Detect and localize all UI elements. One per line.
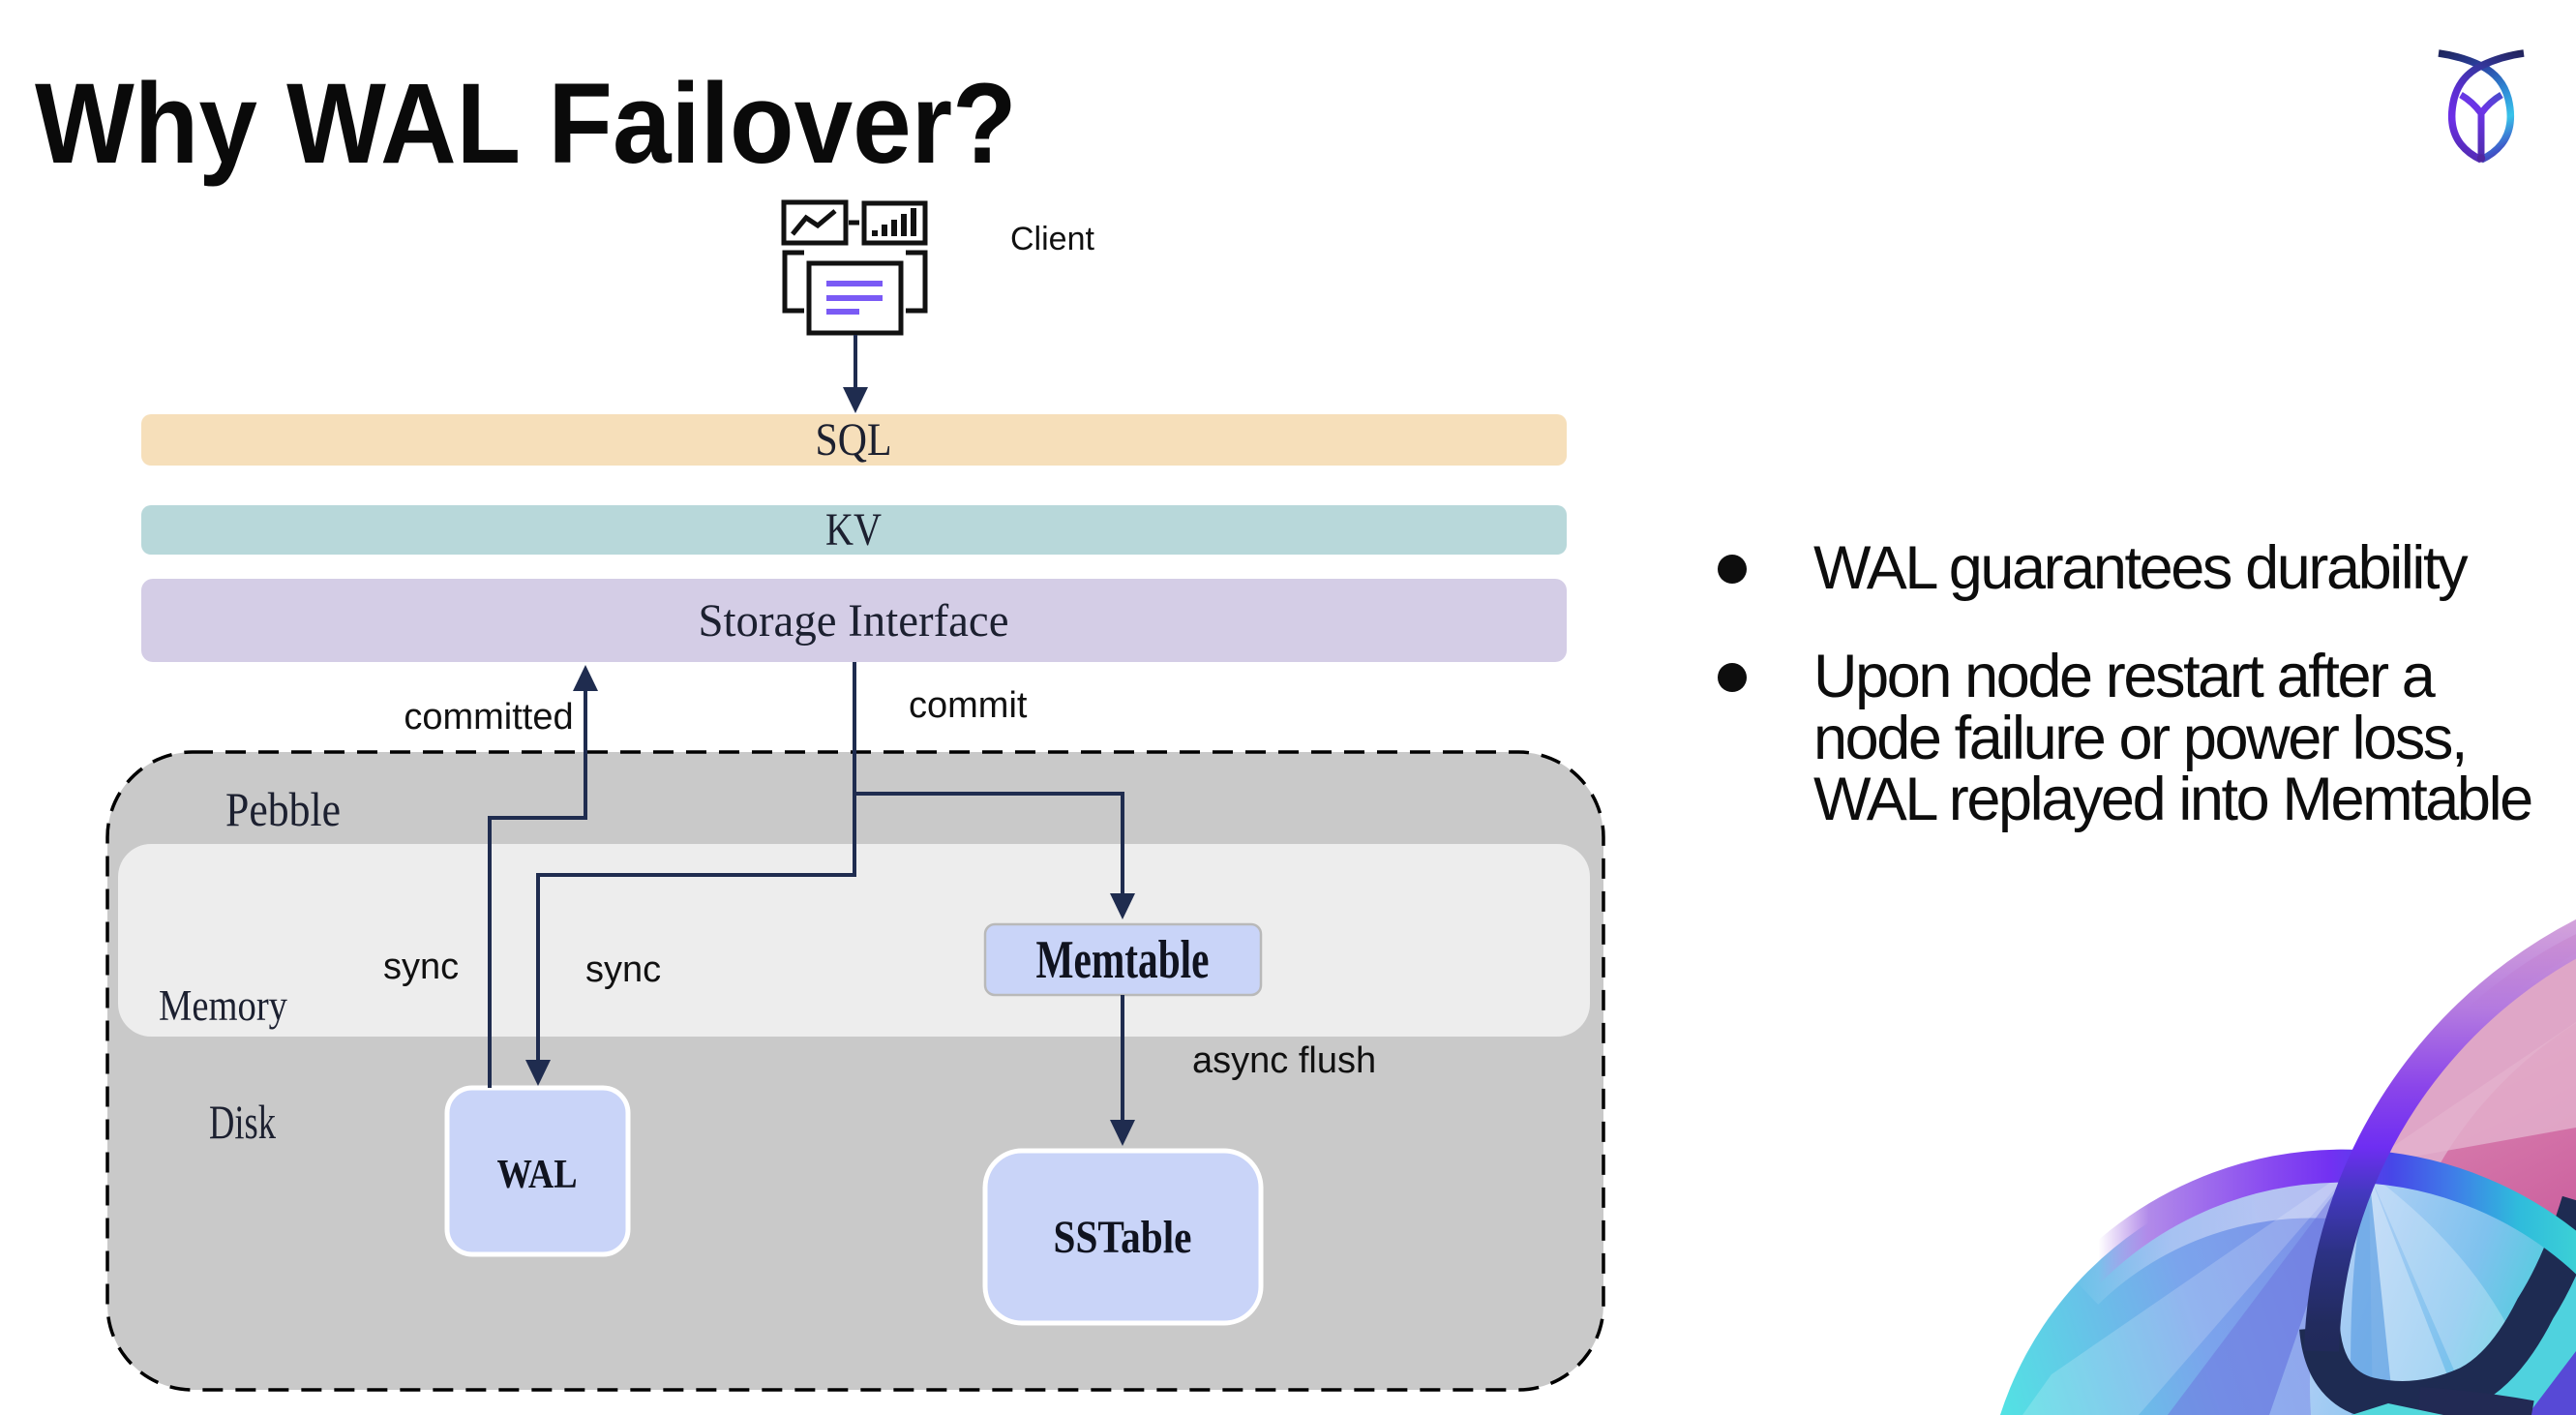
- svg-text:KV: KV: [825, 504, 882, 556]
- svg-text:Memtable: Memtable: [1036, 930, 1210, 990]
- svg-text:sync: sync: [383, 947, 459, 987]
- svg-text:Pebble: Pebble: [225, 782, 341, 836]
- svg-text:SQL: SQL: [816, 414, 892, 466]
- svg-text:WAL: WAL: [497, 1153, 578, 1197]
- svg-text:Storage Interface: Storage Interface: [699, 595, 1009, 647]
- svg-text:committed: committed: [404, 697, 573, 738]
- svg-text:Client: Client: [1010, 221, 1094, 257]
- svg-text:Disk: Disk: [209, 1095, 276, 1149]
- svg-text:commit: commit: [909, 685, 1028, 726]
- svg-text:Memory: Memory: [159, 981, 287, 1030]
- svg-text:sync: sync: [585, 949, 661, 990]
- svg-text:async flush: async flush: [1192, 1040, 1376, 1081]
- svg-text:SSTable: SSTable: [1054, 1212, 1192, 1263]
